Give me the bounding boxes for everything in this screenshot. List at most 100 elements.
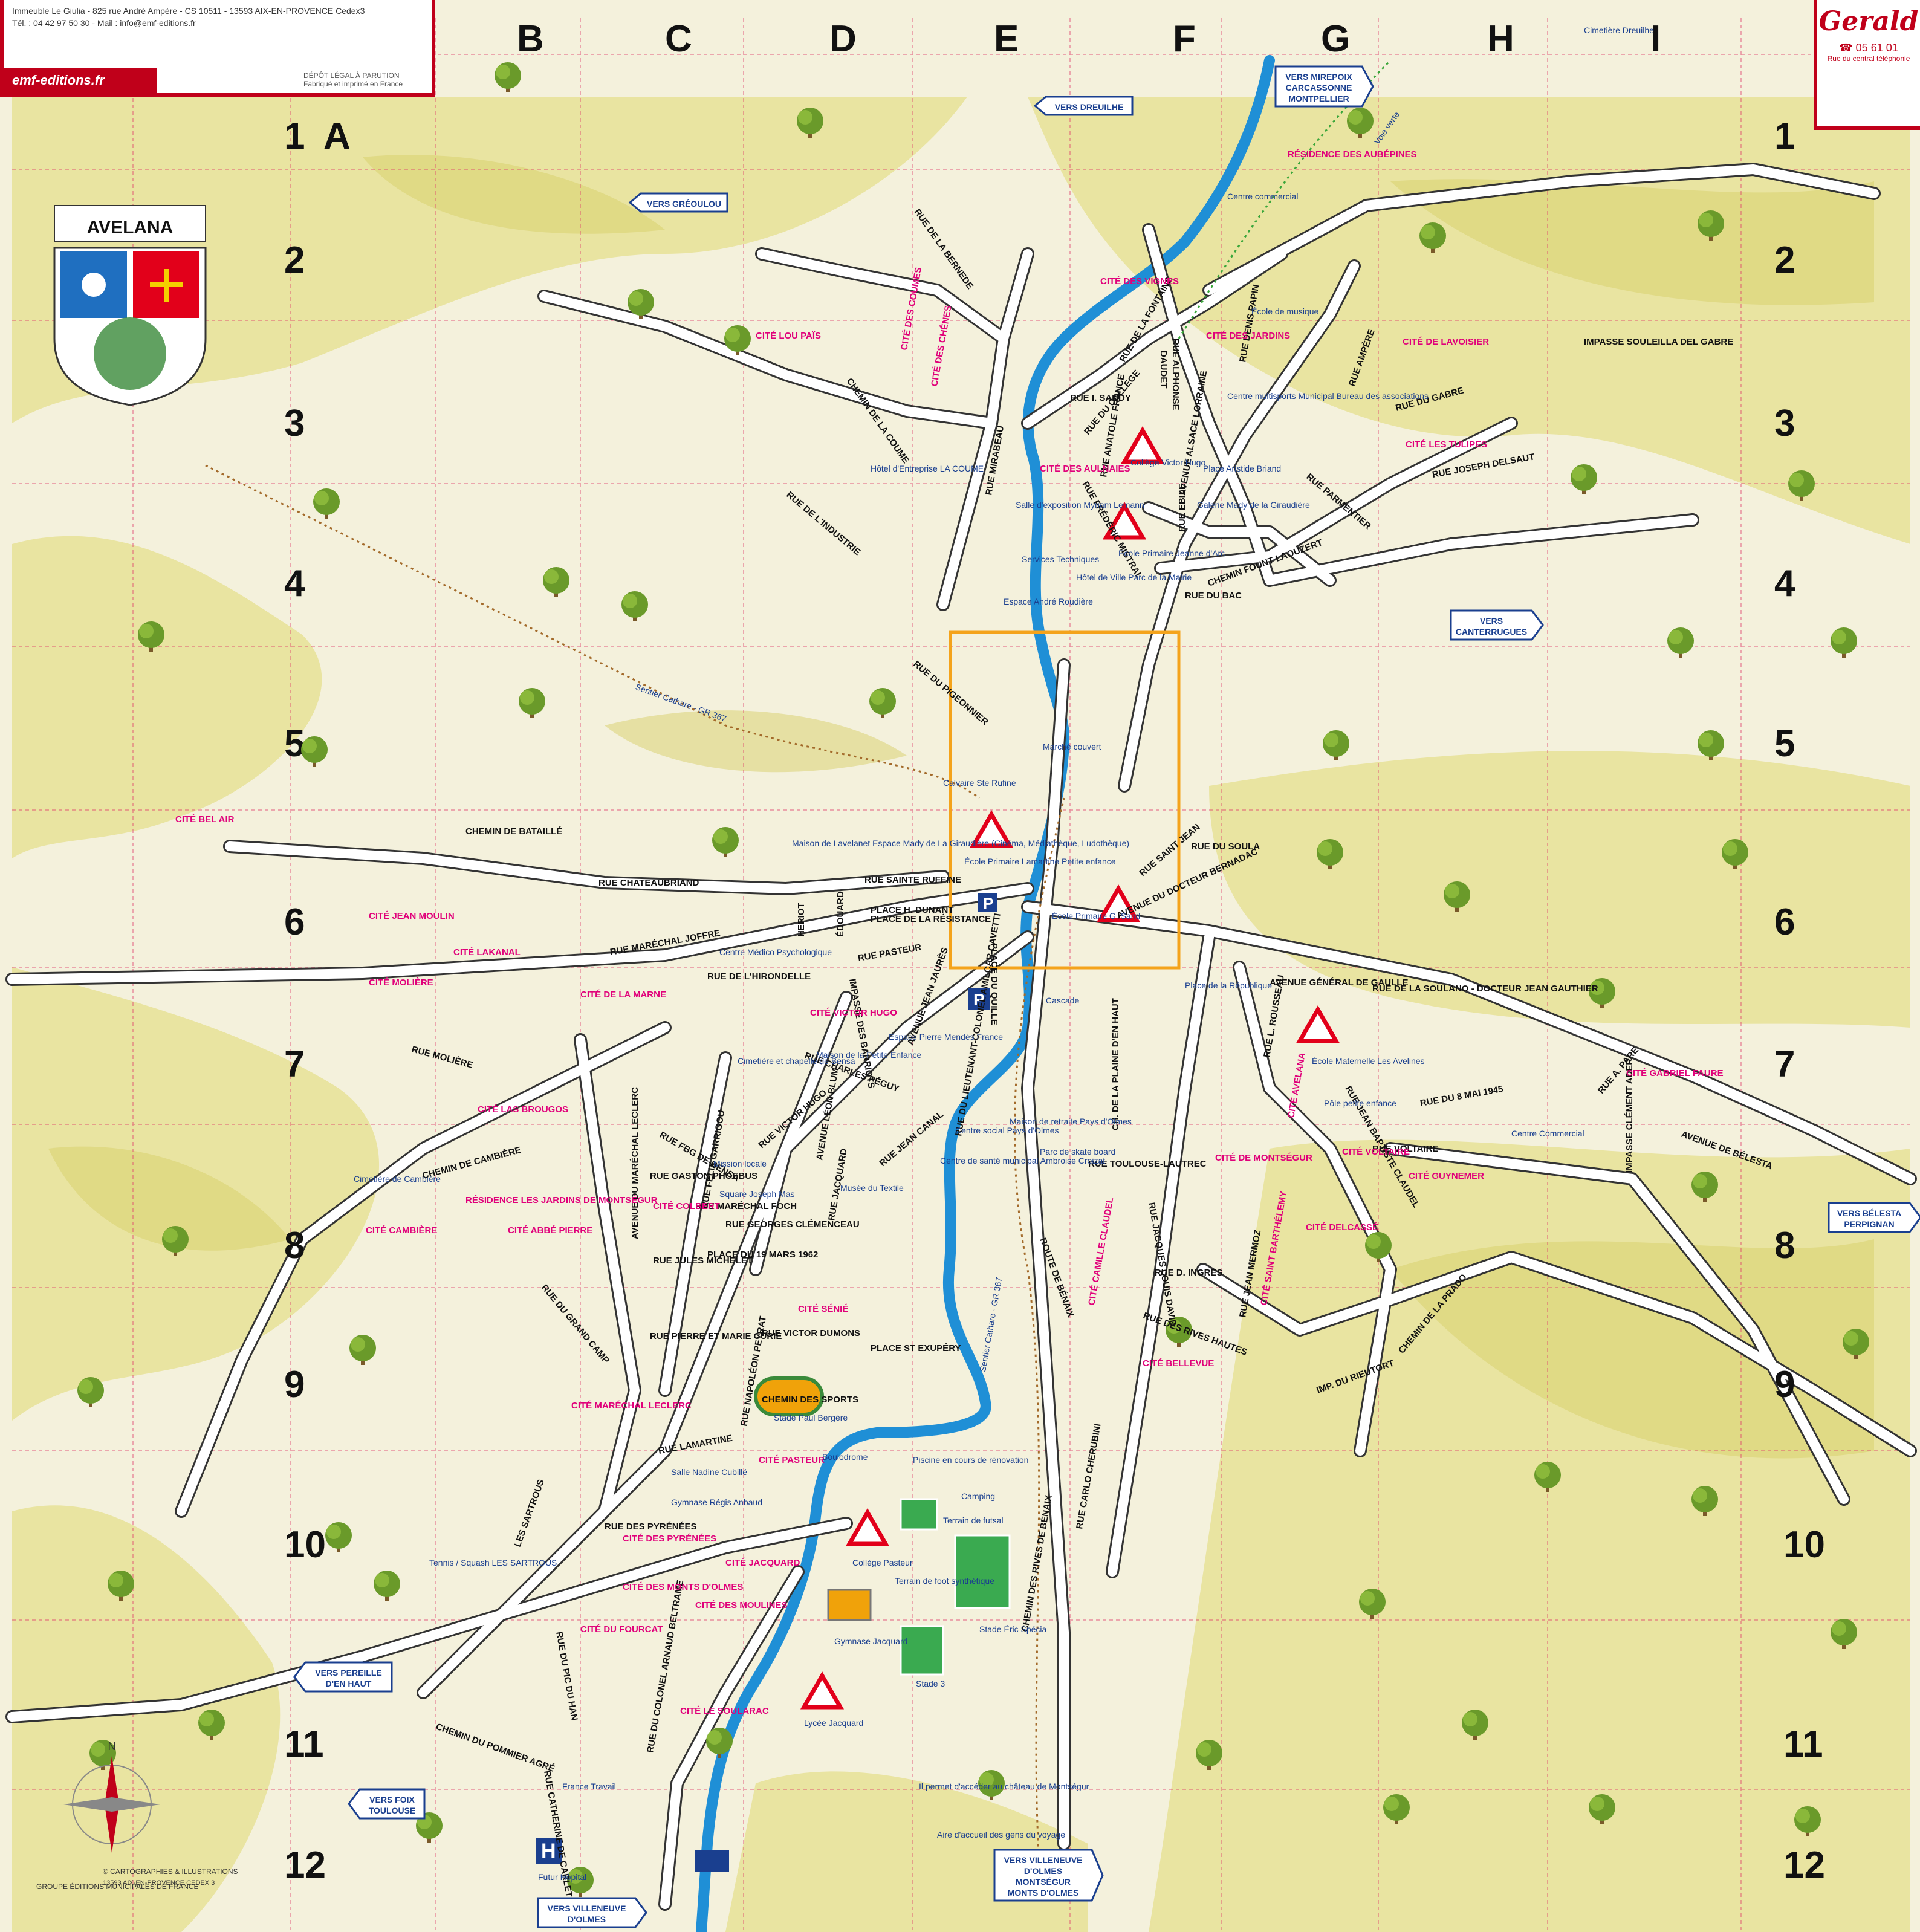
tree-icon	[1691, 1486, 1718, 1516]
school-signs	[800, 426, 1340, 1710]
cite-label: CITÉ JEAN MOULIN	[369, 911, 455, 921]
direction-sign-text: D'OLMES	[1024, 1866, 1062, 1876]
tree-icon	[1166, 1317, 1192, 1347]
cite-label: CITÉ DE MONTSÉGUR	[1215, 1153, 1312, 1163]
grid-column-label: F	[1173, 18, 1196, 60]
tree-icon	[198, 1710, 225, 1740]
direction-sign-text: VERS BÉLESTA	[1837, 1208, 1901, 1218]
svg-text:H: H	[541, 1840, 556, 1862]
direction-sign-text: VERS PEREILLE	[315, 1668, 381, 1678]
terrain-hills-dark	[48, 155, 1874, 1459]
school-warning-icon	[1096, 884, 1141, 922]
svg-text:P: P	[973, 990, 985, 1009]
tree-icon	[313, 488, 340, 519]
tree-icon	[495, 62, 521, 92]
direction-sign-text: VERS MIREPOIX	[1285, 72, 1352, 82]
grid-row-label-right: 8	[1774, 1225, 1795, 1266]
cite-label: CITÉ VOLTAIRE	[1342, 1147, 1410, 1157]
direction-arrow-icon	[537, 1897, 647, 1928]
occitan-cross-icon	[150, 269, 183, 302]
direction-sign-text: PERPIGNAN	[1844, 1219, 1894, 1229]
school-warning-icon	[969, 809, 1014, 848]
street-label: RUE D. INGRES	[1155, 1268, 1223, 1278]
direction-arrow-icon	[1033, 96, 1134, 116]
poi-label: France Travail	[562, 1781, 616, 1791]
advertiser-box: Gerald ☎ 05 61 01 Rue du central télépho…	[1814, 0, 1920, 130]
tree-icon	[1667, 627, 1694, 658]
street-label: RUE DU SOULA	[1191, 841, 1260, 852]
footer-credits: GROUPE ÉDITIONS MUNICIPALES DE FRANCE © …	[36, 1867, 238, 1891]
direction-sign-text: VERS FOIX	[369, 1795, 415, 1804]
poi-label: Maison de la Petite Enfance	[816, 1050, 922, 1060]
street-label: IMPASSE SOULEILLA DEL GABRE	[1584, 337, 1733, 347]
coat-of-arms: AVELANA	[53, 205, 207, 406]
publisher-website[interactable]: emf-editions.fr	[4, 68, 157, 93]
poi-label: Centre multisports Municipal Bureau des …	[1227, 391, 1429, 401]
cite-label: CITÉ CAMBIÈRE	[366, 1225, 437, 1236]
hospital-icon	[536, 1838, 562, 1864]
poi-label: Hôtel d'Entreprise LA COUME	[871, 464, 984, 473]
poi-label: Stade Paul Bergère	[774, 1413, 848, 1422]
poi-label: Stade Éric Spécia	[979, 1624, 1046, 1634]
poi-label: Cimetière Dreuilhe	[1584, 25, 1654, 35]
poi-label: Maison de retraite Pays d'Olmes	[1010, 1117, 1132, 1126]
poi-label: Square Joseph Mas	[719, 1189, 795, 1199]
publisher-address: Immeuble Le Giulia - 825 rue André Ampèr…	[12, 6, 365, 16]
tree-icon	[706, 1728, 733, 1758]
direction-sign-dreuilhe: VERS DREUILHE	[1033, 96, 1134, 116]
advertiser-name: Gerald	[1818, 6, 1919, 37]
cite-label: CITÉ PASTEUR	[759, 1455, 825, 1465]
poi-label: Place de la République	[1185, 981, 1272, 990]
sports-facilities	[754, 1376, 1011, 1676]
grid-column-label: E	[994, 18, 1019, 60]
tree-icon	[628, 289, 654, 319]
legal-deposit: DÉPÔT LÉGAL À PARUTION Fabriqué et impri…	[303, 71, 424, 88]
direction-sign-text: CARCASSONNE	[1286, 83, 1352, 92]
grid-row-label-left: 11	[284, 1723, 324, 1765]
footer-address: 13593 AIX-EN-PROVENCE CEDEX 3	[103, 1879, 215, 1887]
tree-icon	[77, 1377, 104, 1407]
cite-label: CITÉ ABBÉ PIERRE	[508, 1225, 592, 1236]
direction-sign-text: MONTPELLIER	[1288, 94, 1349, 103]
tree-icon	[869, 688, 896, 718]
poi-label: Calvaire Ste Rufine	[943, 778, 1016, 788]
street-label: AVENUE GÉNÉRAL DE GAULLE	[1270, 977, 1408, 988]
gymnase-jacquard-building	[827, 1589, 872, 1621]
direction-sign-text: MONTSÉGUR	[1016, 1877, 1071, 1887]
grid-row-label-left: 7	[284, 1043, 305, 1085]
poi-label: Centre Commercial	[1511, 1129, 1584, 1138]
street-label: CHEMIN DE BATAILLÉ	[465, 826, 562, 837]
poi-label: Collège Pasteur	[852, 1558, 913, 1567]
cite-label: CITÉ LE SOULARAC	[680, 1706, 769, 1716]
poi-label: Musée du Textile	[840, 1183, 904, 1193]
direction-arrow-icon	[628, 192, 728, 213]
street-label: PLACE DE LA RÉSISTANCE	[871, 914, 991, 924]
grid-row-label-right: 11	[1783, 1723, 1823, 1765]
parking-icon	[978, 893, 997, 912]
hazel-tree-icon	[94, 317, 166, 390]
building-icon	[695, 1850, 729, 1872]
grid-row-label-right: 9	[1774, 1364, 1795, 1405]
street-label: RUE DU BAC	[1185, 591, 1242, 601]
poi-label: Espace Pierre Mendès France	[889, 1032, 1003, 1042]
poi-label: Aire d'accueil des gens du voyage	[937, 1830, 1065, 1840]
grid-row-label-right: 10	[1783, 1524, 1825, 1566]
tree-icon	[1722, 839, 1748, 869]
poi-label: Il permet d'accéder au château de Montsé…	[919, 1781, 1089, 1791]
cite-label: CITÉ VICTOR HUGO	[810, 1008, 897, 1018]
poi-label: Cimetière de Cambière	[354, 1174, 441, 1184]
tree-icon	[1843, 1329, 1869, 1359]
school-warning-icon	[1102, 501, 1147, 540]
street-label: RUE MARÉCHAL FOCH	[695, 1201, 797, 1211]
grid-column-label: G	[1321, 18, 1350, 60]
tree-icon	[1419, 222, 1446, 253]
grid-row-label-left: 1	[284, 115, 305, 157]
grid-row-label-left: 9	[284, 1364, 305, 1405]
tree-icon	[1589, 1794, 1615, 1824]
stade-3-pitch	[900, 1625, 944, 1676]
grid-row-label-right: 1	[1774, 115, 1795, 157]
